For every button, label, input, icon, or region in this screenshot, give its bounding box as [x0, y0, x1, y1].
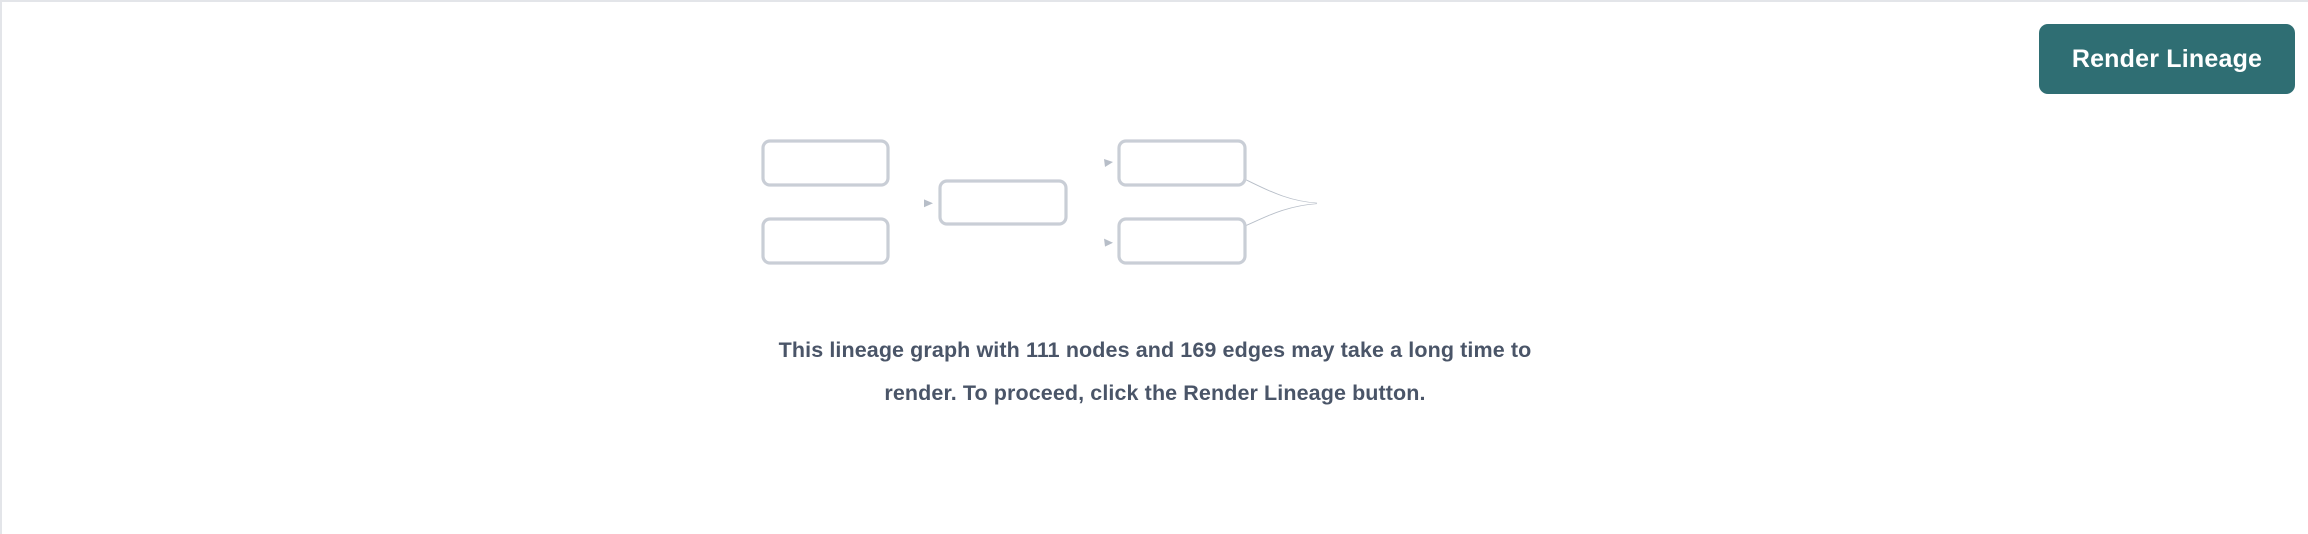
- lineage-graph-placeholder: [742, 120, 1572, 290]
- arrowhead-into-right-bottom: [1104, 238, 1113, 247]
- lineage-warning-message: This lineage graph with 111 nodes and 16…: [778, 338, 1532, 405]
- placeholder-node-right-top: [1117, 139, 1247, 187]
- arrowhead-into-right-top: [1104, 159, 1113, 167]
- placeholder-node-center: [938, 179, 1068, 226]
- placeholder-node-left-top: [761, 139, 890, 187]
- render-lineage-button[interactable]: Render Lineage: [2039, 24, 2295, 94]
- placeholder-node-left-bottom: [761, 217, 890, 265]
- arrowhead-into-center: [924, 199, 933, 208]
- placeholder-node-right-bottom: [1117, 217, 1247, 265]
